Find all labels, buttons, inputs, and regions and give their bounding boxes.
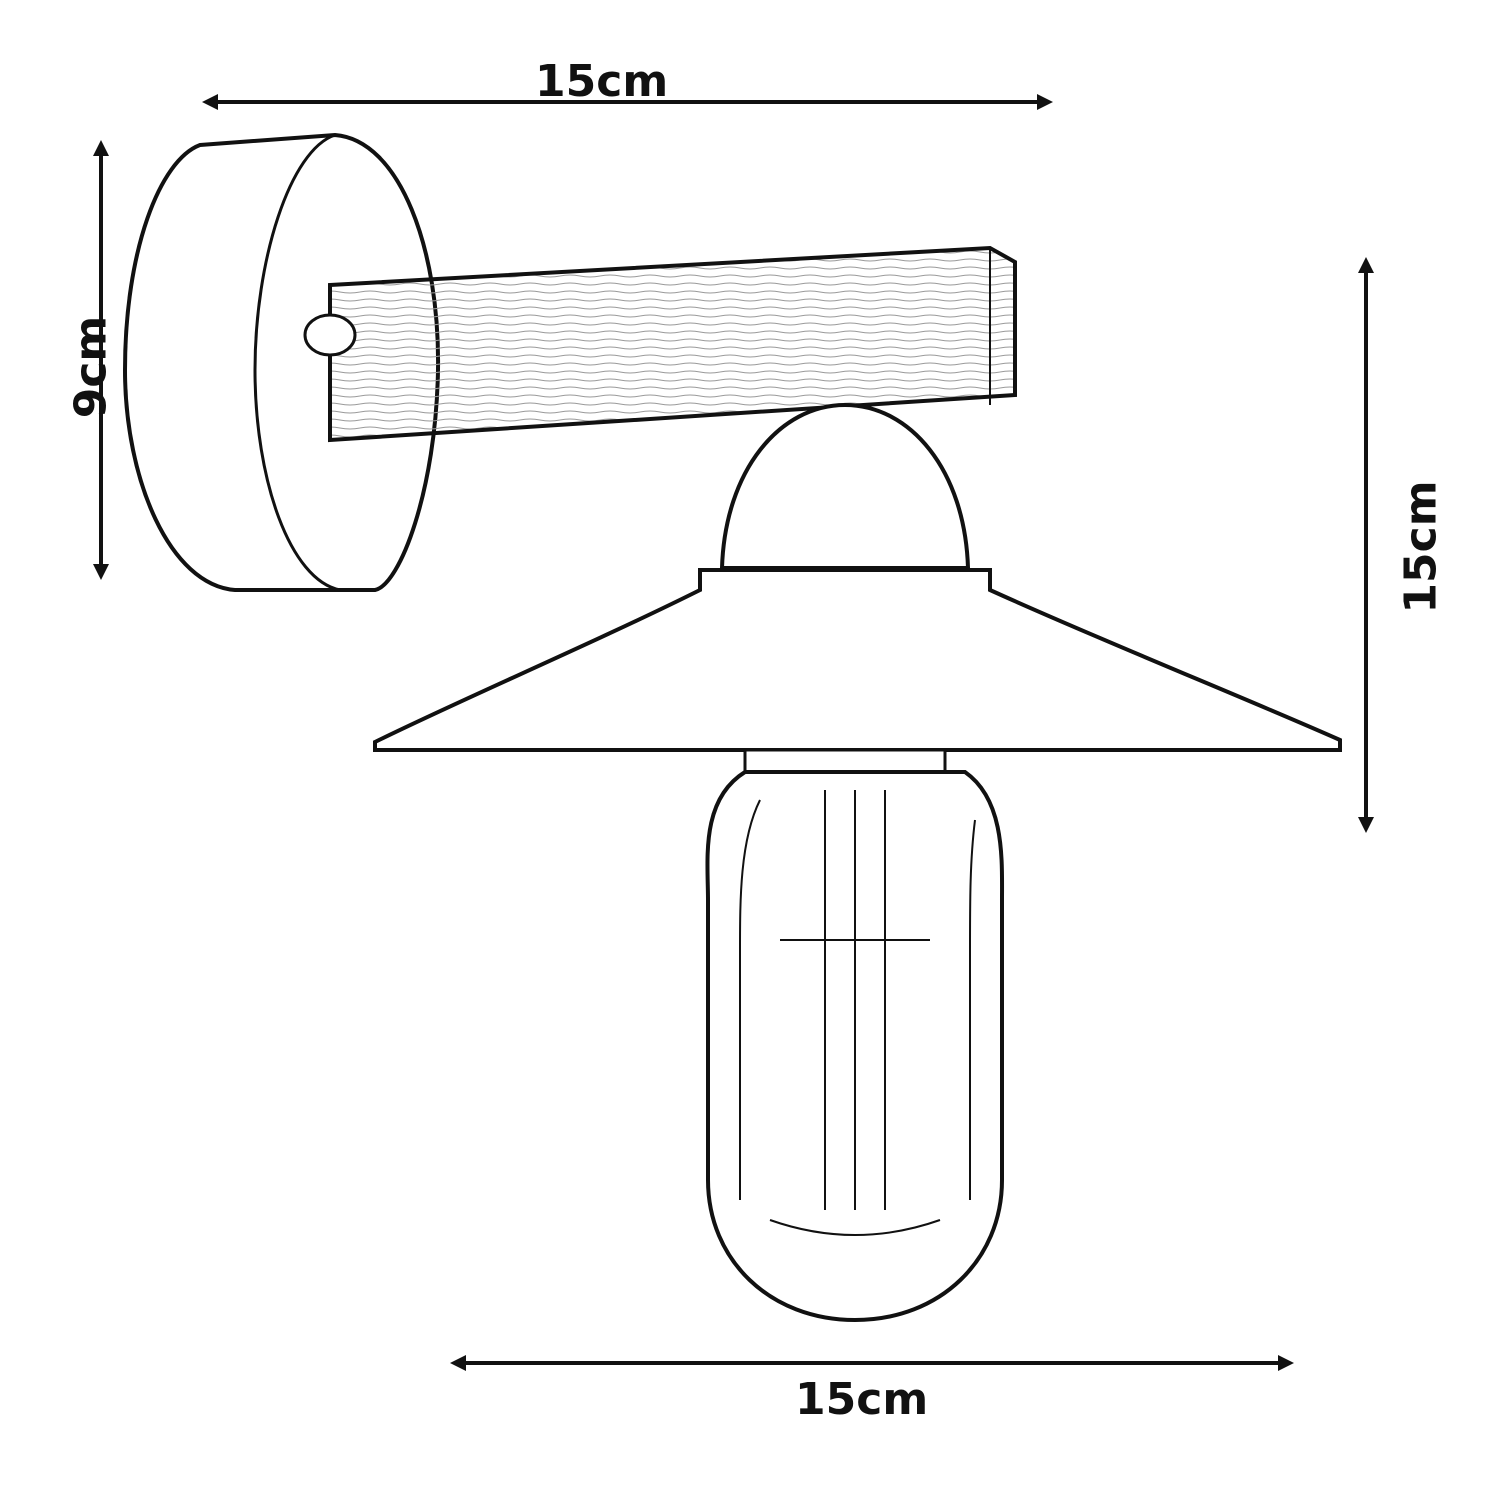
right-height-label: 15cm [1395, 480, 1447, 614]
dimension-lines [93, 94, 1374, 1371]
top-width-label: 15cm [535, 56, 669, 107]
shade [373, 402, 1342, 774]
wood-arm [303, 245, 1017, 443]
left-height-label: 9cm [65, 315, 117, 419]
wall-plate [122, 132, 441, 592]
bulb [705, 770, 1005, 1323]
bottom-width-label: 15cm [795, 1374, 929, 1425]
